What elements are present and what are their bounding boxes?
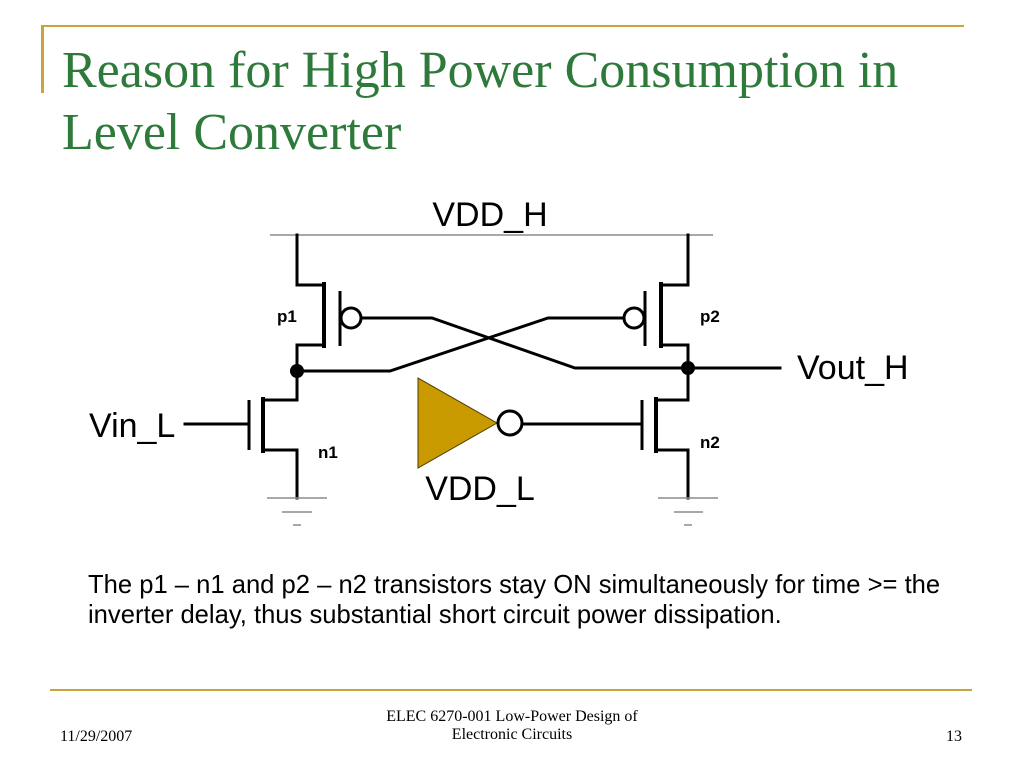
n1-source-lead [261, 448, 299, 500]
nmos-n1: n1 [247, 397, 338, 500]
ground-right [658, 497, 718, 526]
p2-label: p2 [700, 307, 720, 326]
ground-left [267, 497, 327, 526]
footer-course-line-1: ELEC 6270-001 Low-Power Design of [386, 708, 638, 725]
p1-label: p1 [277, 307, 297, 326]
p2-gate-bubble [622, 306, 646, 330]
n2-source-lead [654, 448, 690, 500]
slide-body-text: The p1 – n1 and p2 – n2 transistors stay… [88, 571, 941, 629]
n2-label: n2 [700, 433, 720, 452]
inverter: VDD_L [417, 377, 644, 508]
footer-page-number: 13 [946, 728, 962, 745]
p1-source-lead [295, 233, 326, 287]
footer-date: 11/29/2007 [60, 728, 133, 745]
slide-title: Reason for High Power Consumption in Lev… [62, 42, 899, 161]
footer-accent-line [50, 689, 972, 691]
p2-gate-feedback-wire [295, 316, 626, 373]
footer-course-title: ELEC 6270-001 Low-Power Design of Electr… [312, 708, 712, 744]
nmos-n2: n2 [640, 397, 720, 500]
supply-low-label: VDD_L [425, 470, 535, 508]
output-label: Vout_H [797, 349, 909, 387]
p2-source-lead [659, 233, 690, 287]
supply-high-label: VDD_H [432, 196, 547, 234]
p1-gate-bubble [339, 306, 363, 330]
p1-gate-feedback-wire [359, 316, 690, 370]
pmos-p2: p2 [622, 233, 720, 348]
inverter-body [417, 377, 499, 469]
input-label: Vin_L [89, 407, 175, 445]
top-accent-line [41, 25, 964, 27]
pmos-p1: p1 [277, 233, 363, 348]
inverter-bubble [496, 409, 524, 437]
footer-course-line-2: Electronic Circuits [451, 726, 573, 743]
left-accent-line [41, 25, 44, 93]
n1-label: n1 [318, 443, 338, 462]
left-node-dot [290, 364, 304, 378]
